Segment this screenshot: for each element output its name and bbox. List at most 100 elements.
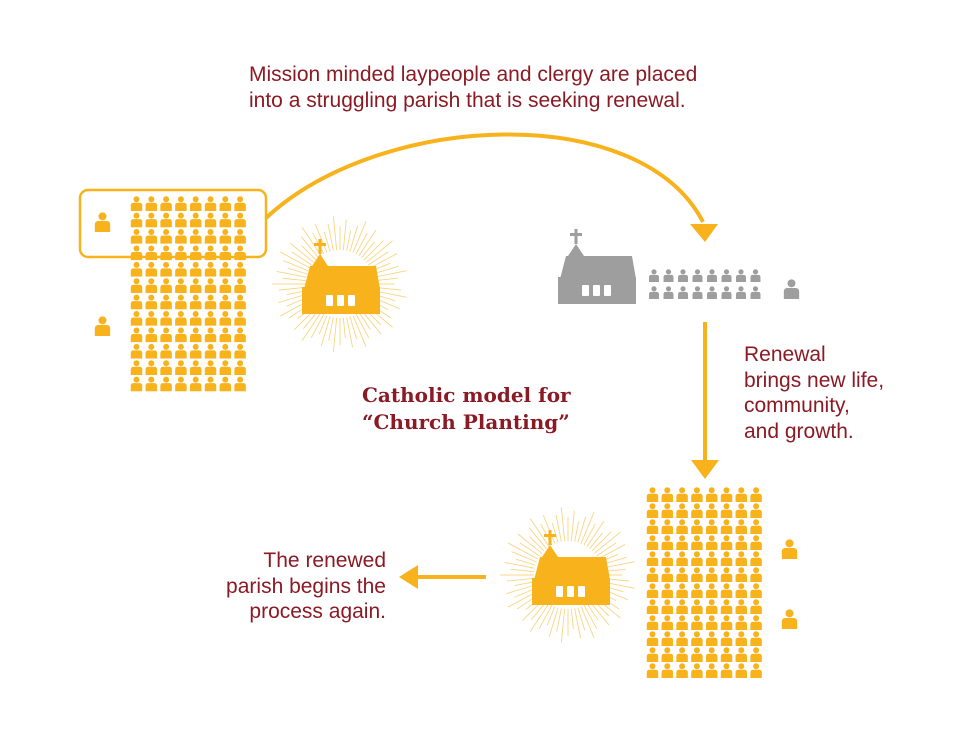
person-icon — [720, 519, 733, 534]
person-icon — [691, 487, 703, 502]
person-icon — [219, 376, 232, 392]
sun-ray — [323, 231, 331, 252]
person-icon — [735, 663, 748, 678]
person-icon — [735, 631, 748, 646]
person-icon — [130, 196, 143, 211]
person-icon — [189, 311, 202, 326]
sun-ray — [358, 230, 377, 256]
renewal-line: community, — [744, 394, 850, 418]
sun-ray — [346, 317, 354, 348]
sun-ray — [346, 230, 352, 251]
person-icon — [646, 567, 659, 582]
person-icon — [721, 286, 732, 299]
person-icon — [145, 212, 158, 228]
person-icon — [720, 663, 733, 678]
person-icon — [676, 487, 688, 502]
sun-ray — [583, 604, 598, 630]
sun-ray — [289, 242, 315, 263]
person-icon — [234, 360, 246, 375]
sun-ray — [570, 608, 574, 630]
person-icon — [234, 212, 246, 228]
person-icon — [130, 278, 143, 293]
sun-ray — [368, 251, 389, 266]
person-icon — [175, 229, 187, 244]
person-icon — [160, 343, 172, 359]
person-icon — [234, 376, 246, 392]
person-icon — [676, 551, 688, 566]
sun-ray — [548, 607, 559, 637]
person-icon — [189, 212, 202, 228]
sun-ray — [301, 312, 322, 341]
person-icon — [219, 278, 232, 293]
person-icon — [646, 551, 659, 566]
person-icon — [189, 343, 202, 359]
person-icon — [145, 229, 158, 244]
person-icon — [750, 487, 762, 502]
renewal-line: brings new life, — [744, 368, 885, 392]
renewed-church-icon — [532, 530, 610, 605]
sun-ray — [510, 568, 535, 573]
person-icon — [646, 535, 659, 550]
person-icon — [676, 615, 688, 630]
person-icon — [219, 261, 232, 277]
person-icon — [219, 229, 232, 244]
person-icon — [676, 535, 688, 550]
person-icon — [691, 567, 703, 582]
person-icon — [145, 278, 158, 293]
person-icon — [676, 647, 688, 662]
clergy-person-icon — [783, 279, 800, 299]
person-icon — [204, 212, 217, 228]
sun-ray — [276, 270, 307, 278]
person-icon — [175, 360, 187, 375]
person-icon — [705, 535, 718, 550]
person-icon — [735, 583, 748, 598]
person-icon — [705, 503, 718, 518]
person-icon — [661, 551, 674, 566]
sun-ray — [586, 603, 599, 621]
person-icon — [707, 269, 717, 282]
clergy-person-icon — [781, 539, 798, 559]
person-icon — [691, 663, 703, 678]
intro-line: into a struggling parish that is seeking… — [249, 88, 686, 112]
person-icon — [750, 615, 762, 630]
person-icon — [160, 229, 172, 244]
person-icon — [175, 196, 187, 211]
person-icon — [160, 360, 172, 375]
sun-ray — [282, 277, 307, 282]
sun-ray — [283, 260, 309, 272]
sun-ray — [551, 522, 559, 543]
person-icon — [204, 196, 217, 211]
person-icon — [160, 196, 172, 211]
restart-text: The renewed parish begins the process ag… — [216, 548, 386, 625]
sun-ray — [596, 542, 617, 557]
sun-ray — [363, 240, 384, 261]
sun-ray — [279, 286, 307, 291]
person-icon — [189, 196, 202, 211]
person-icon — [175, 212, 187, 228]
person-icon — [720, 567, 733, 582]
person-icon — [661, 567, 674, 582]
small-congregation-grid — [649, 269, 761, 299]
person-icon — [189, 229, 202, 244]
person-icon — [705, 631, 718, 646]
person-icon — [646, 583, 659, 598]
person-icon — [649, 286, 659, 299]
person-icon — [661, 631, 674, 646]
clergy-person-icon — [94, 316, 111, 336]
person-icon — [145, 360, 158, 375]
person-icon — [691, 551, 703, 566]
renewal-line: and growth. — [744, 419, 854, 443]
person-icon — [234, 343, 246, 359]
arrow-down-icon — [691, 460, 719, 479]
person-icon — [676, 503, 688, 518]
person-icon — [705, 519, 718, 534]
person-icon — [707, 286, 717, 299]
sun-ray — [328, 317, 334, 341]
sun-ray — [320, 316, 331, 346]
person-icon — [145, 343, 158, 359]
sun-ray — [560, 608, 566, 643]
person-icon — [646, 487, 659, 502]
person-icon — [204, 278, 217, 293]
person-icon — [661, 487, 674, 502]
church-icon — [302, 239, 380, 314]
